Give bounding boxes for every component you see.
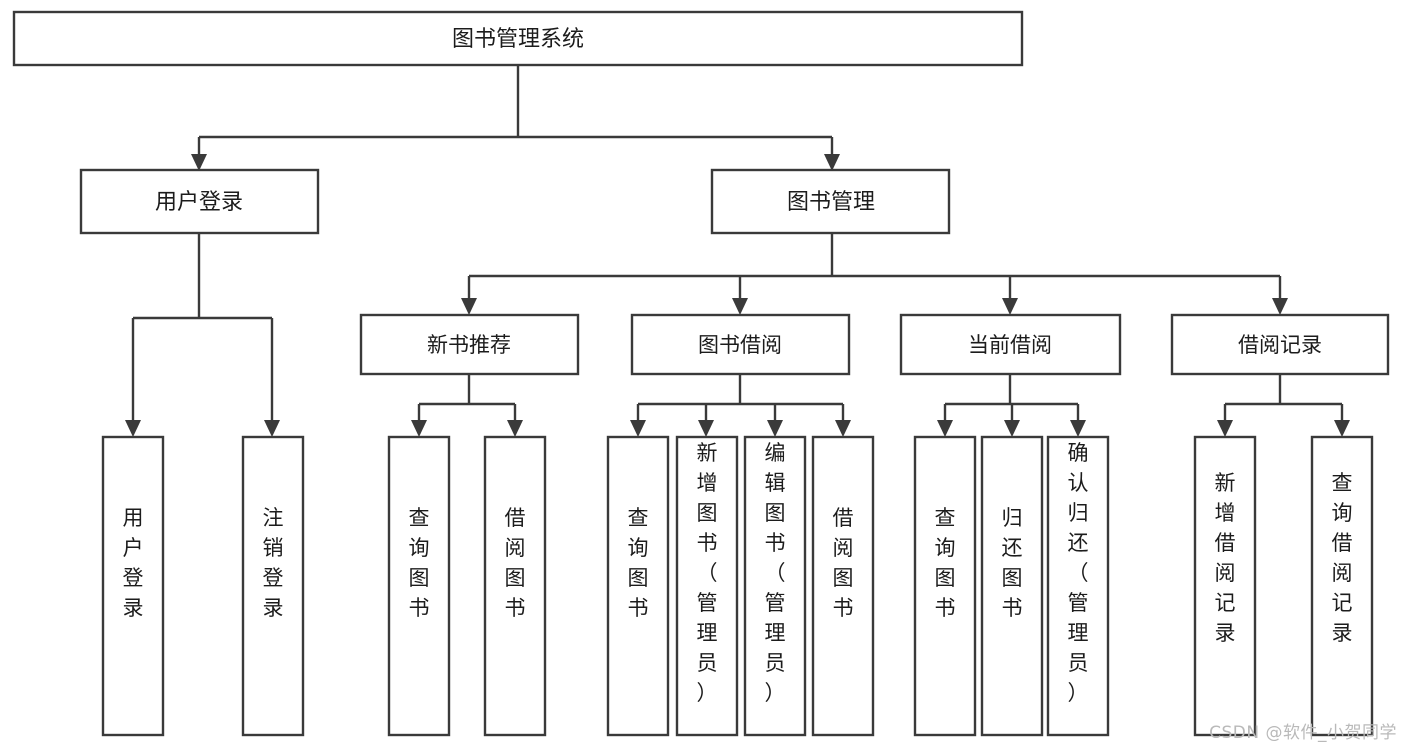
leaf-edit-book-box[interactable] (743, 435, 807, 737)
leaf-node-user-login[interactable]: 用户登录 (101, 435, 165, 737)
arrowhead-leaf-edit-book (767, 420, 783, 437)
leaf-query-book-recommend-label: 查询图书 (409, 506, 430, 620)
leaf-node-edit-book[interactable]: 编辑图书（管理员） (743, 435, 807, 737)
leaf-confirm-return-label: 确认归还（管理员） (1068, 441, 1089, 705)
leaf-return-book-box[interactable] (980, 435, 1044, 737)
leaf-query-book-borrow-box[interactable] (606, 435, 670, 737)
leaf-query-borrow-record-box[interactable] (1310, 435, 1374, 737)
leaf-user-login-box[interactable] (101, 435, 165, 737)
arrowhead-leaf-add-record (1217, 420, 1233, 437)
node-root-book-management-system[interactable]: 图书管理系统 (12, 10, 1024, 67)
leaf-node-confirm-return[interactable]: 确认归还（管理员） (1046, 435, 1110, 737)
arrowhead-new-book (461, 298, 477, 315)
arrowhead-leaf-query-record (1334, 420, 1350, 437)
leaf-node-query-book-borrow[interactable]: 查询图书 (606, 435, 670, 737)
leaf-node-return-book[interactable]: 归还图书 (980, 435, 1044, 737)
node-new-book-recommend-box[interactable] (359, 313, 580, 376)
arrowhead-leaf-query-book-2 (630, 420, 646, 437)
connector-group-book-management-to-level2 (461, 233, 1288, 315)
leaf-node-add-book[interactable]: 新增图书（管理员） (675, 435, 739, 737)
node-new-book-recommend-label: 新书推荐 (427, 333, 511, 357)
node-user-login-box[interactable] (79, 168, 320, 235)
node-borrow-records[interactable]: 借阅记录 (1170, 313, 1390, 376)
leaf-query-book-current-box[interactable] (913, 435, 977, 737)
arrowhead-leaf-borrow-book-2 (835, 420, 851, 437)
node-book-borrow-label: 图书借阅 (698, 333, 782, 357)
leaf-add-book-label: 新增图书（管理员） (697, 441, 718, 705)
leaf-borrow-book-label: 借阅图书 (833, 506, 854, 620)
arrowhead-user-login (191, 154, 207, 171)
leaf-query-book-borrow-label: 查询图书 (628, 506, 649, 620)
node-book-borrow-box[interactable] (630, 313, 851, 376)
connector-group-user-login-to-leaves (125, 233, 280, 437)
leaf-node-query-book-recommend[interactable]: 查询图书 (387, 435, 451, 737)
leaf-query-borrow-record-label: 查询借阅记录 (1332, 471, 1353, 645)
connector-group-book-borrow-to-leaves (630, 374, 851, 437)
node-borrow-records-box[interactable] (1170, 313, 1390, 376)
node-root-label: 图书管理系统 (452, 27, 584, 52)
leaf-borrow-book-box[interactable] (811, 435, 875, 737)
leaf-add-borrow-record-box[interactable] (1193, 435, 1257, 737)
leaf-borrow-book-recommend-box[interactable] (483, 435, 547, 737)
leaf-add-borrow-record-label: 新增借阅记录 (1215, 471, 1236, 645)
node-book-management-label: 图书管理 (787, 190, 875, 215)
arrowhead-leaf-query-book-3 (937, 420, 953, 437)
arrowhead-leaf-borrow-book-1 (507, 420, 523, 437)
csdn-watermark: CSDN @软件_小贺同学 (1209, 723, 1397, 743)
leaf-query-book-current-label: 查询图书 (935, 506, 956, 620)
arrowhead-borrow-records (1272, 298, 1288, 315)
node-book-management-box[interactable] (710, 168, 951, 235)
leaf-user-login-label: 用户登录 (123, 506, 144, 620)
connector-group-current-borrow-to-leaves (937, 374, 1086, 437)
node-user-login[interactable]: 用户登录 (79, 168, 320, 235)
arrowhead-leaf-query-book-1 (411, 420, 427, 437)
leaf-node-query-borrow-record[interactable]: 查询借阅记录 (1310, 435, 1374, 737)
leaf-node-borrow-book-recommend[interactable]: 借阅图书 (483, 435, 547, 737)
leaf-node-borrow-book[interactable]: 借阅图书 (811, 435, 875, 737)
arrowhead-leaf-confirm-return (1070, 420, 1086, 437)
connector-group-new-book-to-leaves (411, 374, 523, 437)
node-book-management[interactable]: 图书管理 (710, 168, 951, 235)
node-user-login-label: 用户登录 (155, 190, 243, 215)
arrowhead-leaf-return-book (1004, 420, 1020, 437)
leaf-node-add-borrow-record[interactable]: 新增借阅记录 (1193, 435, 1257, 737)
arrowhead-current-borrow (1002, 298, 1018, 315)
arrowhead-book-management (824, 154, 840, 171)
arrowhead-leaf-add-book (698, 420, 714, 437)
leaf-edit-book-label: 编辑图书（管理员） (765, 441, 786, 705)
leaf-confirm-return-box[interactable] (1046, 435, 1110, 737)
node-new-book-recommend[interactable]: 新书推荐 (359, 313, 580, 376)
arrowhead-book-borrow (732, 298, 748, 315)
connector-group-borrow-records-to-leaves (1217, 374, 1350, 437)
connector-group-root-to-level1 (191, 65, 840, 171)
node-borrow-records-label: 借阅记录 (1238, 333, 1322, 357)
leaf-add-book-box[interactable] (675, 435, 739, 737)
leaf-borrow-book-recommend-label: 借阅图书 (505, 506, 526, 620)
node-current-borrow-box[interactable] (899, 313, 1122, 376)
arrowhead-leaf-user-login (125, 420, 141, 437)
node-current-borrow-label: 当前借阅 (968, 333, 1052, 357)
leaf-logout-label: 注销登录 (263, 506, 284, 620)
leaf-return-book-label: 归还图书 (1002, 506, 1023, 620)
leaf-node-logout[interactable]: 注销登录 (241, 435, 305, 737)
leaf-query-book-recommend-box[interactable] (387, 435, 451, 737)
leaf-logout-box[interactable] (241, 435, 305, 737)
node-root-box[interactable] (12, 10, 1024, 67)
arrowhead-leaf-logout (264, 420, 280, 437)
node-current-borrow[interactable]: 当前借阅 (899, 313, 1122, 376)
leaf-node-query-book-current[interactable]: 查询图书 (913, 435, 977, 737)
node-book-borrow[interactable]: 图书借阅 (630, 313, 851, 376)
